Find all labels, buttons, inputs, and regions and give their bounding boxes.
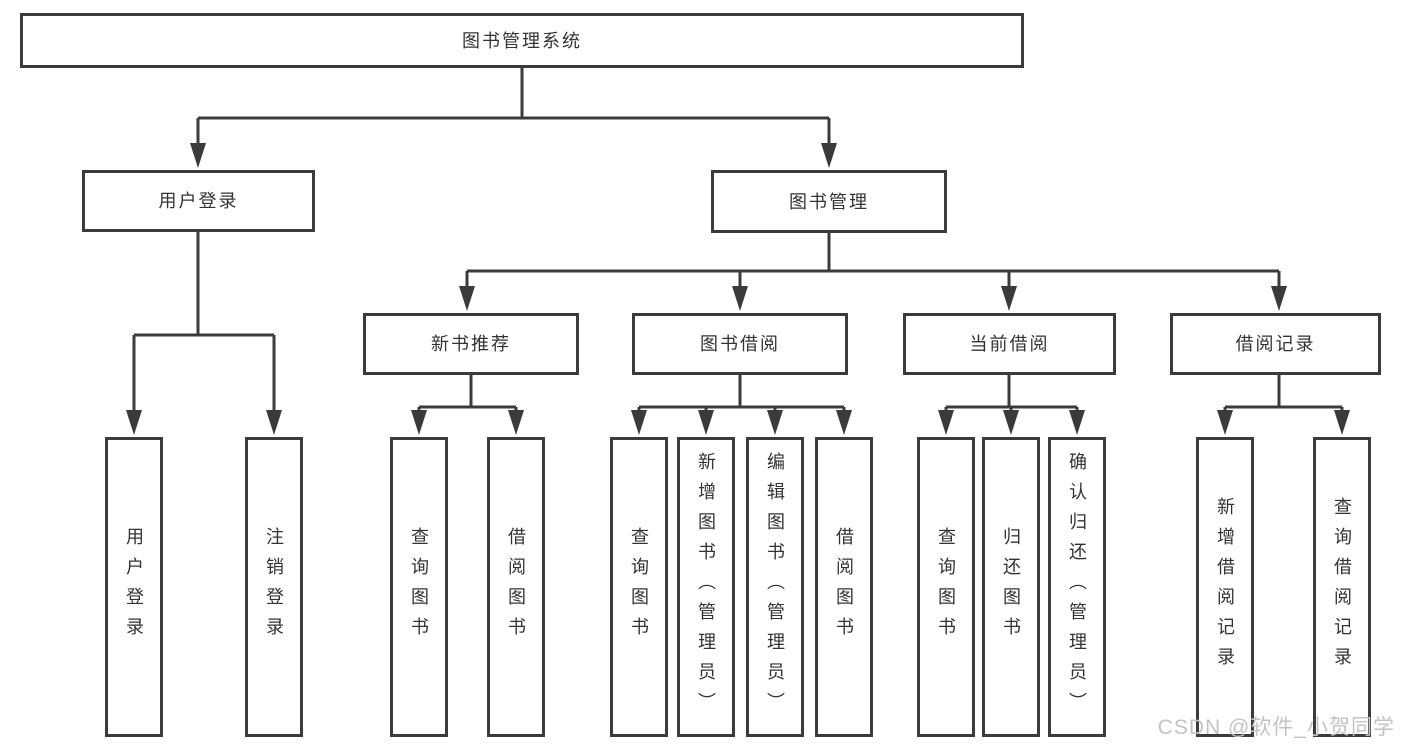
leaf-label: 查询借阅记录 (1332, 497, 1352, 677)
leaf-label: 新增图书（管理员） (696, 452, 716, 722)
leaf-borrow-edit-books-admin: 编辑图书（管理员） (746, 437, 804, 737)
leaf-label: 查询图书 (409, 527, 429, 647)
leaf-borrow-query-books: 查询图书 (610, 437, 668, 737)
leaf-label: 编辑图书（管理员） (765, 452, 785, 722)
node-book-management: 图书管理 (711, 170, 947, 233)
leaf-label: 借阅图书 (834, 527, 854, 647)
leaf-label: 归还图书 (1001, 527, 1021, 647)
node-label: 图书管理系统 (462, 30, 582, 51)
leaf-label: 查询图书 (629, 527, 649, 647)
leaf-user-login: 用户登录 (105, 437, 163, 737)
leaf-current-return-books: 归还图书 (982, 437, 1040, 737)
leaf-label: 借阅图书 (506, 527, 526, 647)
node-label: 图书管理 (789, 191, 869, 212)
csdn-watermark: CSDN @软件_小贺同学 (1157, 716, 1395, 739)
leaf-label: 注销登录 (264, 527, 284, 647)
node-label: 新书推荐 (431, 334, 511, 354)
leaf-label: 查询图书 (936, 527, 956, 647)
node-new-book-recommend: 新书推荐 (363, 313, 579, 375)
leaf-borrow-add-books-admin: 新增图书（管理员） (677, 437, 735, 737)
leaf-label: 用户登录 (124, 527, 144, 647)
node-library-system: 图书管理系统 (20, 13, 1024, 68)
leaf-logout: 注销登录 (245, 437, 303, 737)
node-book-borrow: 图书借阅 (632, 313, 848, 375)
leaf-recommend-query-books: 查询图书 (390, 437, 448, 737)
leaf-current-confirm-return-admin: 确认归还（管理员） (1048, 437, 1106, 737)
node-label: 当前借阅 (969, 334, 1050, 354)
node-label: 借阅记录 (1235, 334, 1316, 354)
leaf-current-query-books: 查询图书 (917, 437, 975, 737)
leaf-records-add: 新增借阅记录 (1196, 437, 1254, 737)
node-current-borrow: 当前借阅 (903, 313, 1116, 375)
leaf-recommend-borrow-books: 借阅图书 (487, 437, 545, 737)
leaf-borrow-borrow-books: 借阅图书 (815, 437, 873, 737)
node-label: 图书借阅 (700, 334, 780, 354)
node-borrow-records: 借阅记录 (1170, 313, 1381, 375)
leaf-label: 新增借阅记录 (1215, 497, 1235, 677)
leaf-label: 确认归还（管理员） (1067, 452, 1087, 722)
node-user-login: 用户登录 (82, 170, 315, 232)
leaf-records-query: 查询借阅记录 (1313, 437, 1371, 737)
node-label: 用户登录 (158, 191, 239, 211)
